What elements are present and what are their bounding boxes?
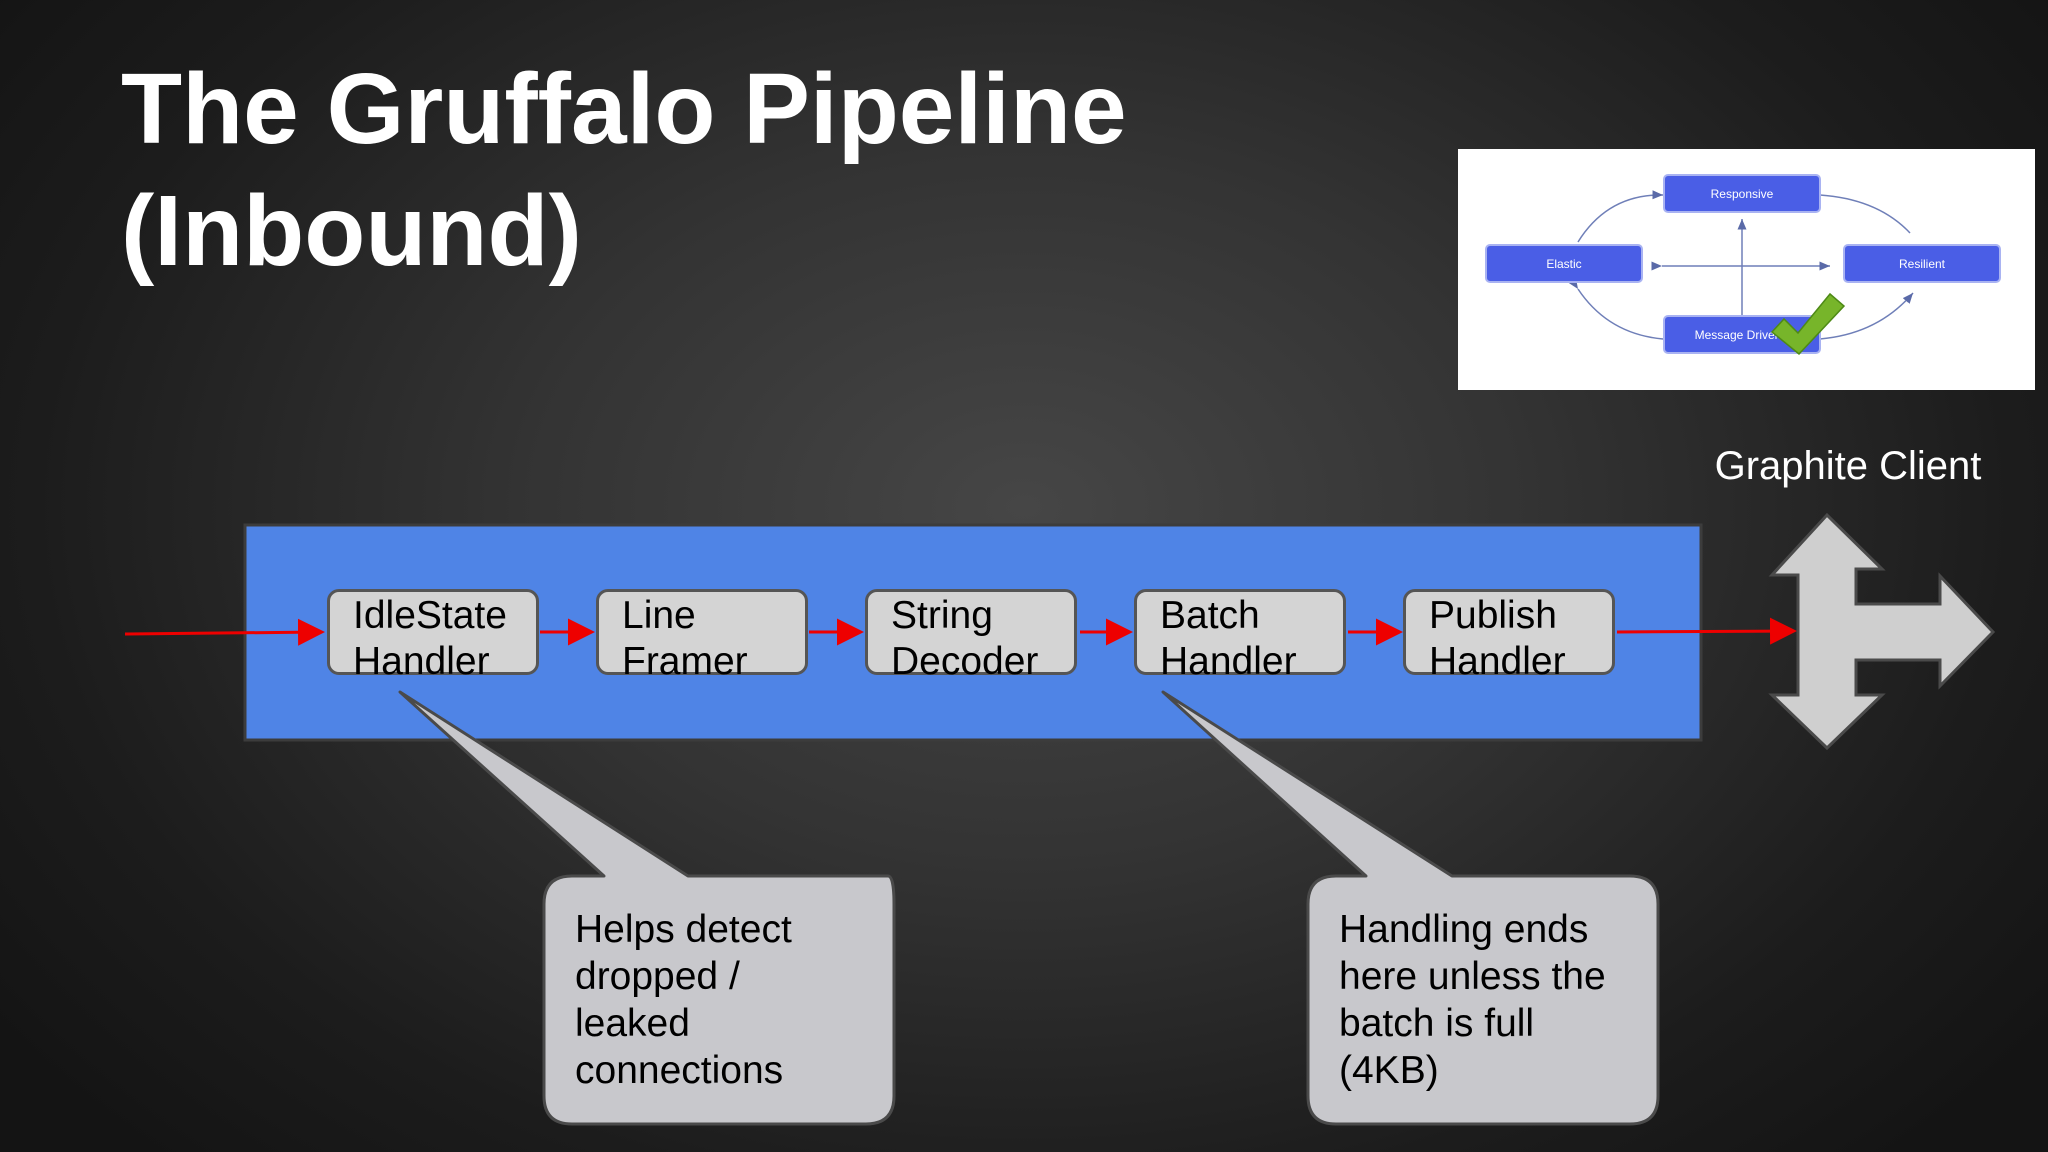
- handler-batch: Batch Handler: [1134, 589, 1346, 683]
- slide-title: The Gruffalo Pipeline (Inbound): [121, 48, 1321, 292]
- check-mark-icon: [1770, 292, 1846, 356]
- callout-idlestate-text: Helps detect dropped / leaked connection…: [575, 906, 792, 1094]
- callout-batch-line: Handling ends: [1339, 908, 1589, 951]
- thumb-node-responsive: [1663, 174, 1821, 213]
- callout-batch-text: Handling ends here unless the batch is f…: [1339, 906, 1606, 1094]
- handler-string-decoder-line2: Decoder: [891, 640, 1039, 683]
- thumb-curve-message-resilient: [1819, 292, 1914, 340]
- title-line-1: The Gruffalo Pipeline: [121, 53, 1127, 165]
- graphite-client-label: Graphite Client: [1714, 444, 1982, 488]
- callout-idlestate-line: leaked: [575, 1002, 690, 1045]
- reactive-manifesto-thumbnail: Responsive Elastic Resilient Message Dri…: [1458, 149, 2035, 390]
- thumb-node-resilient: [1843, 244, 2001, 283]
- handler-idlestate: IdleState Handler: [327, 589, 539, 683]
- callout-batch-handler: [1161, 690, 1660, 1126]
- handler-string-decoder: String Decoder: [865, 589, 1077, 683]
- callout-idlestate-line: dropped /: [575, 955, 740, 998]
- thumb-label-elastic: Elastic: [1546, 257, 1581, 271]
- thumb-label-responsive: Responsive: [1711, 187, 1774, 201]
- callout-batch-line: (4KB): [1339, 1049, 1439, 1092]
- fan-out-arrow-icon: [1768, 512, 1996, 751]
- handler-line-framer-line1: Line: [622, 594, 696, 637]
- handler-idlestate-line2: Handler: [353, 640, 490, 683]
- handler-batch-line1: Batch: [1160, 594, 1260, 637]
- thumb-curve-elastic-responsive: [1577, 190, 1664, 243]
- thumb-curve-responsive-resilient: [1809, 189, 1911, 234]
- thumb-label-resilient: Resilient: [1899, 257, 1946, 271]
- handler-string-decoder-line1: String: [891, 594, 993, 637]
- handler-idlestate-line1: IdleState: [353, 594, 507, 637]
- callout-idlestate-line: Helps detect: [575, 908, 792, 951]
- handler-publish-line2: Handler: [1429, 640, 1566, 683]
- thumb-node-elastic: [1485, 244, 1643, 283]
- title-line-2: (Inbound): [121, 175, 582, 287]
- callout-batch-line: here unless the: [1339, 955, 1606, 998]
- handler-publish: Publish Handler: [1403, 589, 1615, 683]
- callout-idlestate: [398, 690, 896, 1126]
- handler-line-framer: Line Framer: [596, 589, 808, 683]
- callout-idlestate-line: connections: [575, 1049, 784, 1092]
- handler-batch-line2: Handler: [1160, 640, 1297, 683]
- outbound-arrow: [1616, 617, 1797, 645]
- thumb-curve-elastic-message: [1568, 277, 1664, 340]
- thumb-label-message-driven: Message Driven: [1695, 328, 1782, 342]
- callout-batch-line: batch is full: [1339, 1002, 1535, 1045]
- handler-line-framer-line2: Framer: [622, 640, 748, 683]
- handler-publish-line1: Publish: [1429, 594, 1557, 637]
- inbound-arrow: [124, 618, 325, 646]
